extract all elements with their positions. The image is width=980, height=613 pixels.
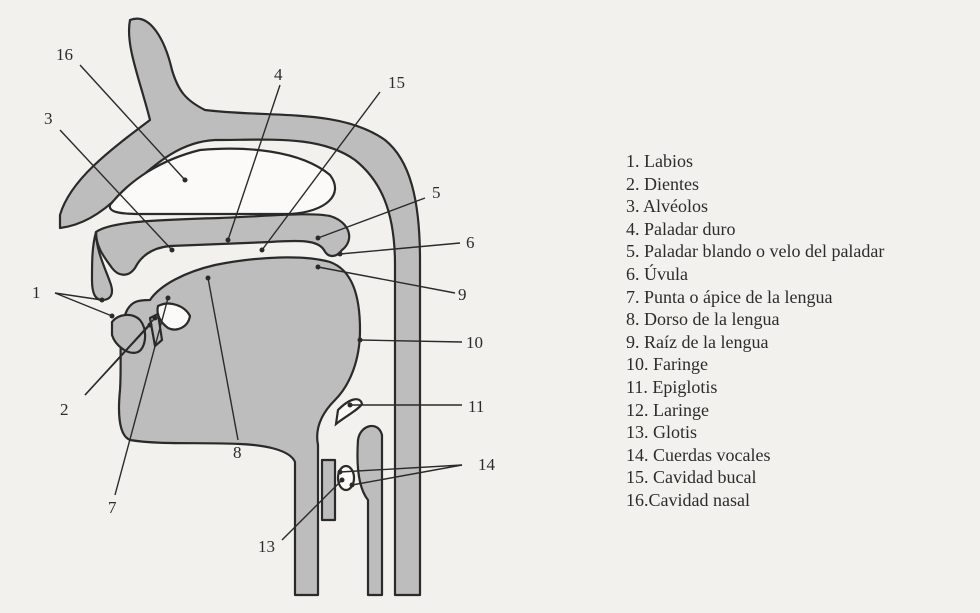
label-4: 4 (274, 65, 283, 84)
legend-item: 14. Cuerdas vocales (626, 444, 884, 467)
legend-item: 9. Raíz de la lengua (626, 331, 884, 354)
legend-item: 10. Faringe (626, 353, 884, 376)
legend-item: 15. Cavidad bucal (626, 466, 884, 489)
label-3: 3 (44, 109, 53, 128)
legend-item: 16.Cavidad nasal (626, 489, 884, 512)
label-16: 16 (56, 45, 73, 64)
legend-item: 13. Glotis (626, 421, 884, 444)
legend-item: 11. Epiglotis (626, 376, 884, 399)
label-10: 10 (466, 333, 483, 352)
legend-item: 5. Paladar blando o velo del paladar (626, 240, 884, 263)
legend-item: 12. Laringe (626, 399, 884, 422)
legend-item: 7. Punta o ápice de la lengua (626, 286, 884, 309)
label-1: 1 (32, 283, 41, 302)
label-2: 2 (60, 400, 69, 419)
vocal-tract-diagram: 1 2 3 4 5 6 7 8 9 10 11 13 14 15 16 (0, 0, 620, 613)
legend-item: 3. Alvéolos (626, 195, 884, 218)
legend-item: 4. Paladar duro (626, 218, 884, 241)
label-6: 6 (466, 233, 475, 252)
label-15: 15 (388, 73, 405, 92)
label-8: 8 (233, 443, 242, 462)
label-7: 7 (108, 498, 117, 517)
legend-item: 2. Dientes (626, 173, 884, 196)
label-13: 13 (258, 537, 275, 556)
legend-item: 1. Labios (626, 150, 884, 173)
tongue-shape (119, 257, 360, 595)
label-11: 11 (468, 397, 484, 416)
larynx-left-shape (322, 460, 335, 520)
label-5: 5 (432, 183, 441, 202)
legend-list: 1. Labios 2. Dientes 3. Alvéolos 4. Pala… (626, 150, 884, 512)
legend-item: 8. Dorso de la lengua (626, 308, 884, 331)
label-9: 9 (458, 285, 467, 304)
larynx-right-shape (357, 426, 382, 595)
legend-item: 6. Úvula (626, 263, 884, 286)
label-14: 14 (478, 455, 496, 474)
